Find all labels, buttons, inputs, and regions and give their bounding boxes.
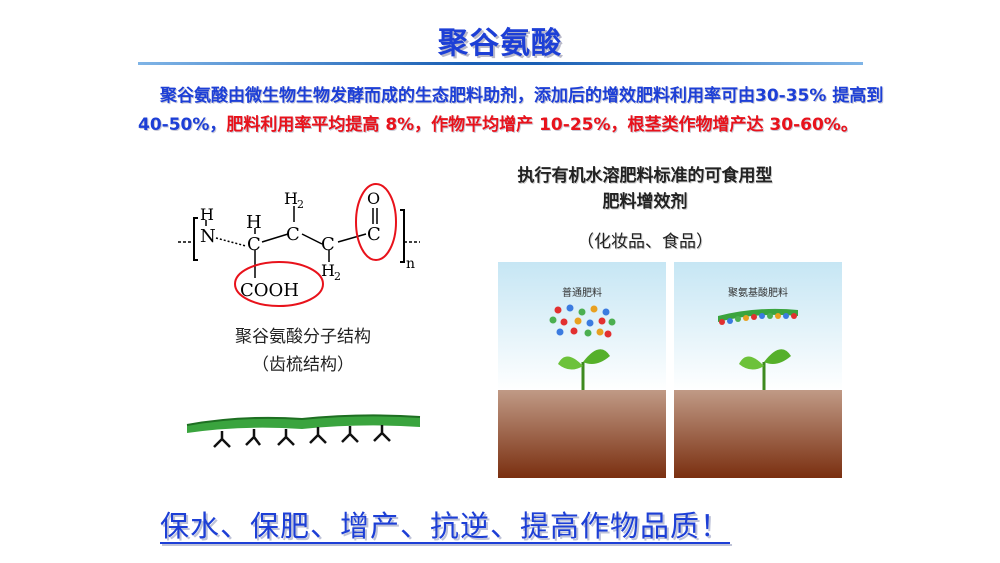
title-underline (138, 62, 863, 65)
page-title: 聚谷氨酸 (438, 26, 562, 61)
pga-fertilizer-label: 聚氨基酸肥料 (728, 288, 788, 299)
atom-h2-top: H (284, 189, 298, 208)
atom-h2-top-sub: 2 (297, 198, 304, 211)
structure-subcaption: （齿梳结构） (252, 355, 354, 375)
product-heading-line2: 肥料增效剂 (602, 192, 688, 212)
seedling-icon (739, 349, 791, 390)
atom-h-alpha: H (246, 212, 262, 233)
intro-text-blue: 聚谷氨酸由微生物生物发酵而成的生态肥料助剂，添加后的增效肥料利用率可由30-35… (138, 86, 884, 135)
atom-h2-bottom: H (321, 261, 335, 280)
atom-n: N (200, 226, 216, 247)
intro-text-red: 肥料利用率平均提高 8%，作物平均增产 10-25%，根茎类作物增产达 30-6… (226, 115, 858, 135)
atom-h2-bottom-sub: 2 (334, 270, 341, 283)
product-heading-line3: （化妆品、食品） (577, 232, 713, 252)
atom-h-n: H (200, 205, 214, 224)
atom-c-beta: C (286, 224, 300, 245)
product-heading-line1: 执行有机水溶肥料标准的可食用型 (517, 166, 773, 186)
atom-c-gamma: C (321, 234, 335, 255)
pga-fertilizer-scene (674, 262, 842, 478)
ordinary-fertilizer-label: 普通肥料 (562, 288, 602, 299)
atom-c-carbonyl: C (367, 224, 381, 245)
ordinary-fertilizer-scene (498, 262, 666, 478)
intro-paragraph: 聚谷氨酸由微生物生物发酵而成的生态肥料助剂，添加后的增效肥料利用率可由30-35… (138, 82, 890, 140)
repeat-subscript-n: n (406, 256, 415, 272)
comparison-panel-ordinary: 普通肥料 (498, 262, 666, 478)
benefits-slogan: 保水、保肥、增产、抗逆、提高作物品质！ (160, 509, 731, 543)
structure-caption: 聚谷氨酸分子结构 (235, 327, 371, 347)
atom-cooh: COOH (240, 280, 299, 301)
molecular-structure-diagram: H N H C H 2 C C H 2 O C COOH n (178, 183, 420, 307)
atom-c-alpha: C (247, 234, 261, 255)
atom-o: O (367, 189, 380, 208)
seedling-icon (558, 349, 610, 390)
comb-structure-illustration (186, 414, 421, 448)
comparison-panel-pga: 聚氨基酸肥料 (674, 262, 842, 478)
